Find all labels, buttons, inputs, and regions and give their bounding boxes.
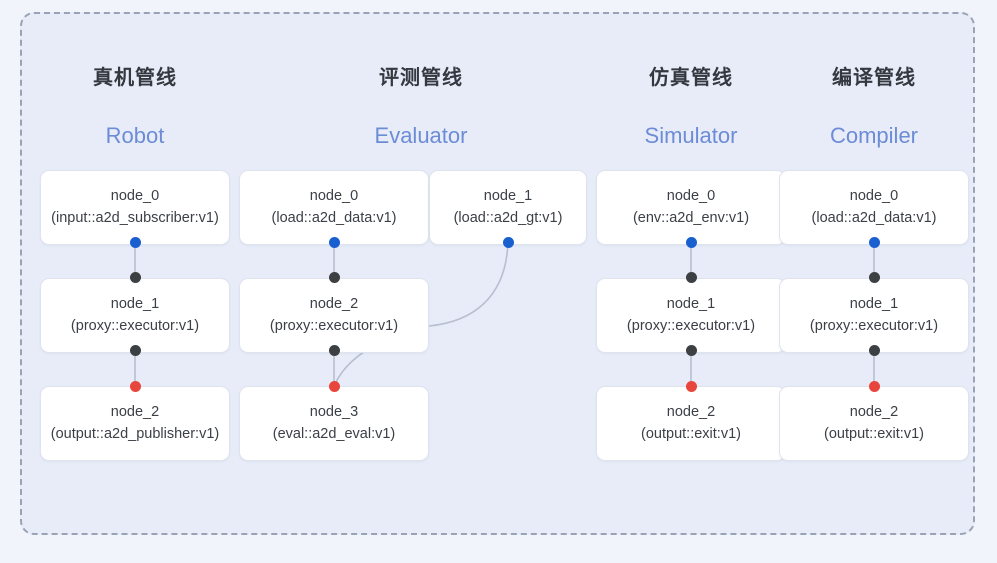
node-kind: (proxy::executor:v1)	[626, 317, 756, 334]
port-out-compiler-1[interactable]	[869, 345, 880, 356]
port-in-evaluator-2[interactable]	[329, 272, 340, 283]
node-evaluator-gt[interactable]: node_1 (load::a2d_gt:v1)	[429, 170, 587, 245]
node-kind: (input::a2d_subscriber:v1)	[51, 209, 219, 226]
port-in-robot-1[interactable]	[130, 272, 141, 283]
port-out-evaluator-0[interactable]	[329, 237, 340, 248]
port-out-compiler-0[interactable]	[869, 237, 880, 248]
node-kind: (load::a2d_gt:v1)	[453, 209, 563, 226]
node-name: node_2	[309, 296, 359, 313]
column-title-en-evaluator: Evaluator	[374, 123, 468, 148]
port-in-simulator-1[interactable]	[686, 272, 697, 283]
node-name: node_2	[849, 404, 899, 421]
port-out-robot-1[interactable]	[130, 345, 141, 356]
node-kind: (proxy::executor:v1)	[70, 317, 200, 334]
node-compiler-0[interactable]: node_0 (load::a2d_data:v1)	[779, 170, 969, 245]
port-in-evaluator-3[interactable]	[329, 381, 340, 392]
node-compiler-2[interactable]: node_2 (output::exit:v1)	[779, 386, 969, 461]
node-name: node_3	[309, 404, 359, 421]
node-simulator-1[interactable]: node_1 (proxy::executor:v1)	[596, 278, 786, 353]
port-in-compiler-2[interactable]	[869, 381, 880, 392]
column-title-cn-simulator: 仿真管线	[649, 67, 733, 89]
node-kind: (eval::a2d_eval:v1)	[272, 425, 396, 442]
node-name: node_1	[483, 188, 533, 205]
column-title-en-compiler: Compiler	[829, 123, 919, 148]
node-robot-0[interactable]: node_0 (input::a2d_subscriber:v1)	[40, 170, 230, 245]
node-kind: (proxy::executor:v1)	[269, 317, 399, 334]
port-in-compiler-1[interactable]	[869, 272, 880, 283]
port-in-robot-2[interactable]	[130, 381, 141, 392]
node-name: node_1	[849, 296, 899, 313]
node-robot-2[interactable]: node_2 (output::a2d_publisher:v1)	[40, 386, 230, 461]
node-evaluator-0[interactable]: node_0 (load::a2d_data:v1)	[239, 170, 429, 245]
port-in-simulator-2[interactable]	[686, 381, 697, 392]
node-name: node_2	[666, 404, 716, 421]
node-name: node_0	[309, 188, 359, 205]
node-name: node_2	[110, 404, 160, 421]
node-compiler-1[interactable]: node_1 (proxy::executor:v1)	[779, 278, 969, 353]
node-simulator-2[interactable]: node_2 (output::exit:v1)	[596, 386, 786, 461]
port-out-evaluator-gt[interactable]	[503, 237, 514, 248]
column-title-cn-evaluator: 评测管线	[379, 67, 463, 89]
node-evaluator-2[interactable]: node_2 (proxy::executor:v1)	[239, 278, 429, 353]
node-kind: (output::a2d_publisher:v1)	[50, 425, 220, 442]
node-evaluator-3[interactable]: node_3 (eval::a2d_eval:v1)	[239, 386, 429, 461]
port-out-evaluator-2[interactable]	[329, 345, 340, 356]
node-name: node_1	[110, 296, 160, 313]
column-title-cn-robot: 真机管线	[93, 67, 177, 89]
node-kind: (load::a2d_data:v1)	[811, 209, 937, 226]
port-out-robot-0[interactable]	[130, 237, 141, 248]
column-title-en-robot: Robot	[105, 123, 165, 148]
port-out-simulator-0[interactable]	[686, 237, 697, 248]
node-simulator-0[interactable]: node_0 (env::a2d_env:v1)	[596, 170, 786, 245]
node-kind: (output::exit:v1)	[824, 425, 924, 442]
node-name: node_0	[849, 188, 899, 205]
node-kind: (load::a2d_data:v1)	[271, 209, 397, 226]
node-name: node_1	[666, 296, 716, 313]
node-robot-1[interactable]: node_1 (proxy::executor:v1)	[40, 278, 230, 353]
node-name: node_0	[666, 188, 716, 205]
node-kind: (env::a2d_env:v1)	[632, 209, 750, 226]
node-kind: (proxy::executor:v1)	[809, 317, 939, 334]
port-out-simulator-1[interactable]	[686, 345, 697, 356]
column-title-cn-compiler: 编译管线	[832, 67, 916, 89]
node-name: node_0	[110, 188, 160, 205]
node-kind: (output::exit:v1)	[641, 425, 741, 442]
column-title-en-simulator: Simulator	[644, 123, 738, 148]
